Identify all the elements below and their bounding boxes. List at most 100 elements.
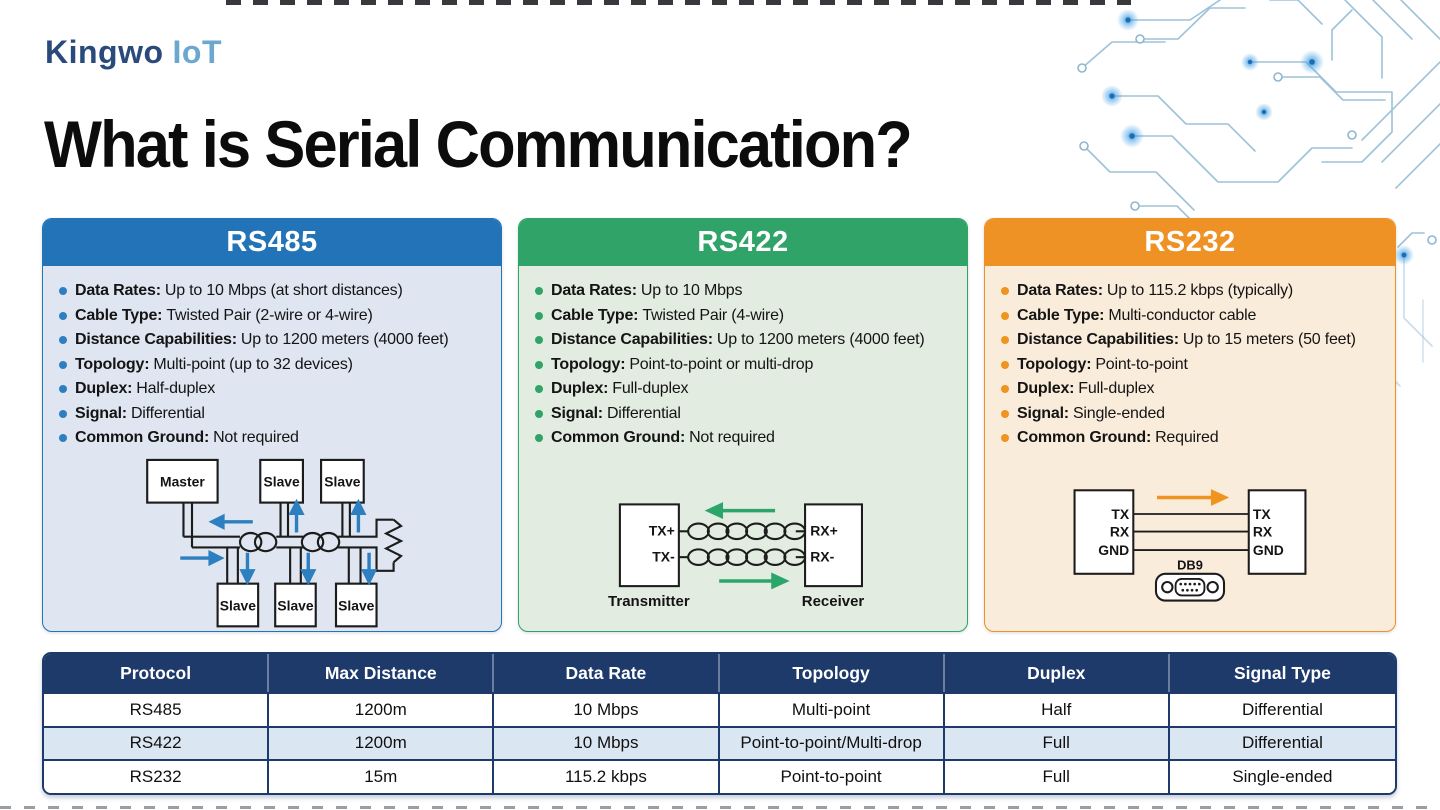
spec-item: Signal:Differential [56,402,487,427]
spec-item: Data Rates:Up to 10 Mbps [532,279,953,304]
spec-value: Up to 15 meters (50 feet) [1182,331,1356,348]
table-cell: 10 Mbps [494,725,720,760]
spec-value: Up to 10 Mbps [640,282,743,299]
spec-item: Common Ground:Not required [56,426,487,451]
spec-value: Full-duplex [612,380,689,397]
spec-label: Cable Type: [75,306,163,324]
spec-label: Cable Type: [1017,306,1105,324]
spec-item: Distance Capabilities:Up to 1200 meters … [532,328,953,353]
table-header-signal-type: Signal Type [1169,654,1395,692]
spec-item: Duplex:Half-duplex [56,377,487,402]
spec-label: Duplex: [1017,380,1075,397]
table-cell: 115.2 kbps [494,759,720,793]
spec-item: Data Rates:Up to 10 Mbps (at short dista… [56,279,487,304]
pin-label: GND [1252,542,1283,558]
pin-label: TX- [652,548,675,564]
spec-value: Up to 10 Mbps (at short distances) [164,282,403,299]
bullet-dot-icon [59,360,67,369]
slave-node-label: Slave [338,597,375,613]
bullet-dot-icon [59,385,67,393]
bullet-dot-icon [535,434,543,442]
bottom-dashed-strip [0,806,1440,809]
pin-label: RX- [810,548,834,564]
bullet-dot-icon [1001,434,1009,442]
page-title: What is Serial Communication? [44,107,913,181]
table-cell: Differential [1169,692,1395,726]
transmitter-label: Transmitter [608,593,690,610]
bullet-dot-icon [59,434,67,442]
spec-label: Common Ground: [1017,429,1152,446]
spec-value: Differential [130,404,205,422]
spec-label: Data Rates: [551,282,637,299]
spec-value: Up to 1200 meters (4000 feet) [716,331,925,348]
spec-item: Data Rates:Up to 115.2 kbps (typically) [998,279,1381,304]
spec-item: Signal:Differential [532,402,953,427]
table-cell: 10 Mbps [494,692,720,726]
card-rs422: RS422 Data Rates:Up to 10 Mbps Cable Typ… [518,218,968,632]
spec-value: Single-ended [1072,404,1165,422]
protocol-cards: RS485 Data Rates:Up to 10 Mbps (at short… [42,218,1396,632]
spec-item: Topology:Point-to-point [998,353,1381,378]
table-cell: RS232 [44,759,270,793]
spec-label: Distance Capabilities: [1017,331,1179,348]
bullet-dot-icon [535,336,543,344]
bullet-dot-icon [59,311,67,320]
bullet-dot-icon [1001,360,1009,369]
spec-item: Cable Type:Twisted Pair (2-wire or 4-wir… [56,304,487,329]
spec-label: Cable Type: [551,306,639,324]
table-cell: 1200m [269,692,495,726]
bullet-dot-icon [535,409,543,418]
table-header-max-distance: Max Distance [269,654,495,692]
pin-label: RX [1109,524,1129,540]
table-cell: RS485 [44,692,270,726]
table-cell: Multi-point [719,692,945,726]
bullet-dot-icon [1001,409,1009,418]
spec-value: Point-to-point [1095,355,1188,373]
spec-value: Required [1155,429,1219,446]
card-rs485-title: RS485 [43,219,501,266]
spec-item: Common Ground:Not required [532,426,953,451]
bullet-dot-icon [59,287,67,295]
slave-node-label: Slave [219,597,256,613]
rs232-spec-list: Data Rates:Up to 115.2 kbps (typically) … [998,279,1381,451]
spec-label: Signal: [75,404,127,422]
comparison-table: Protocol Max Distance Data Rate Topology… [42,652,1397,795]
spec-label: Duplex: [551,380,609,397]
table-cell: Point-to-point/Multi-drop [719,725,945,760]
spec-item: Duplex:Full-duplex [998,377,1381,402]
spec-label: Data Rates: [75,282,161,299]
card-rs485: RS485 Data Rates:Up to 10 Mbps (at short… [42,218,502,632]
spec-value: Not required [689,429,775,446]
rs422-spec-list: Data Rates:Up to 10 Mbps Cable Type:Twis… [532,279,953,451]
table-cell: Full [944,725,1170,760]
receiver-label: Receiver [801,593,864,610]
table-cell: Full [944,759,1170,793]
bullet-dot-icon [535,360,543,369]
pin-label: TX [1252,506,1270,522]
spec-value: Differential [606,404,681,422]
spec-label: Topology: [551,355,626,373]
spec-item: Distance Capabilities:Up to 15 meters (5… [998,328,1381,353]
slave-node-label: Slave [324,473,361,489]
spec-value: Twisted Pair (4-wire) [642,306,784,324]
master-node-label: Master [160,473,205,489]
card-rs232: RS232 Data Rates:Up to 115.2 kbps (typic… [984,218,1396,632]
top-dashed-strip [226,0,1131,5]
slave-node-label: Slave [277,597,314,613]
spec-label: Topology: [1017,355,1092,373]
spec-value: Full-duplex [1078,380,1155,397]
pin-label: RX+ [810,522,838,538]
pin-label: GND [1098,542,1129,558]
spec-value: Half-duplex [136,380,216,397]
table-cell: 1200m [269,725,495,760]
spec-label: Distance Capabilities: [75,331,237,348]
spec-label: Signal: [1017,404,1069,422]
pin-label: TX [1111,506,1129,522]
table-cell: Point-to-point [719,759,945,793]
bullet-dot-icon [535,385,543,393]
spec-value: Point-to-point or multi-drop [629,355,814,373]
card-rs232-body: Data Rates:Up to 115.2 kbps (typically) … [985,266,1395,631]
table-cell: 15m [269,759,495,793]
signal-direction-arrows [179,498,377,585]
bullet-dot-icon [59,336,67,344]
